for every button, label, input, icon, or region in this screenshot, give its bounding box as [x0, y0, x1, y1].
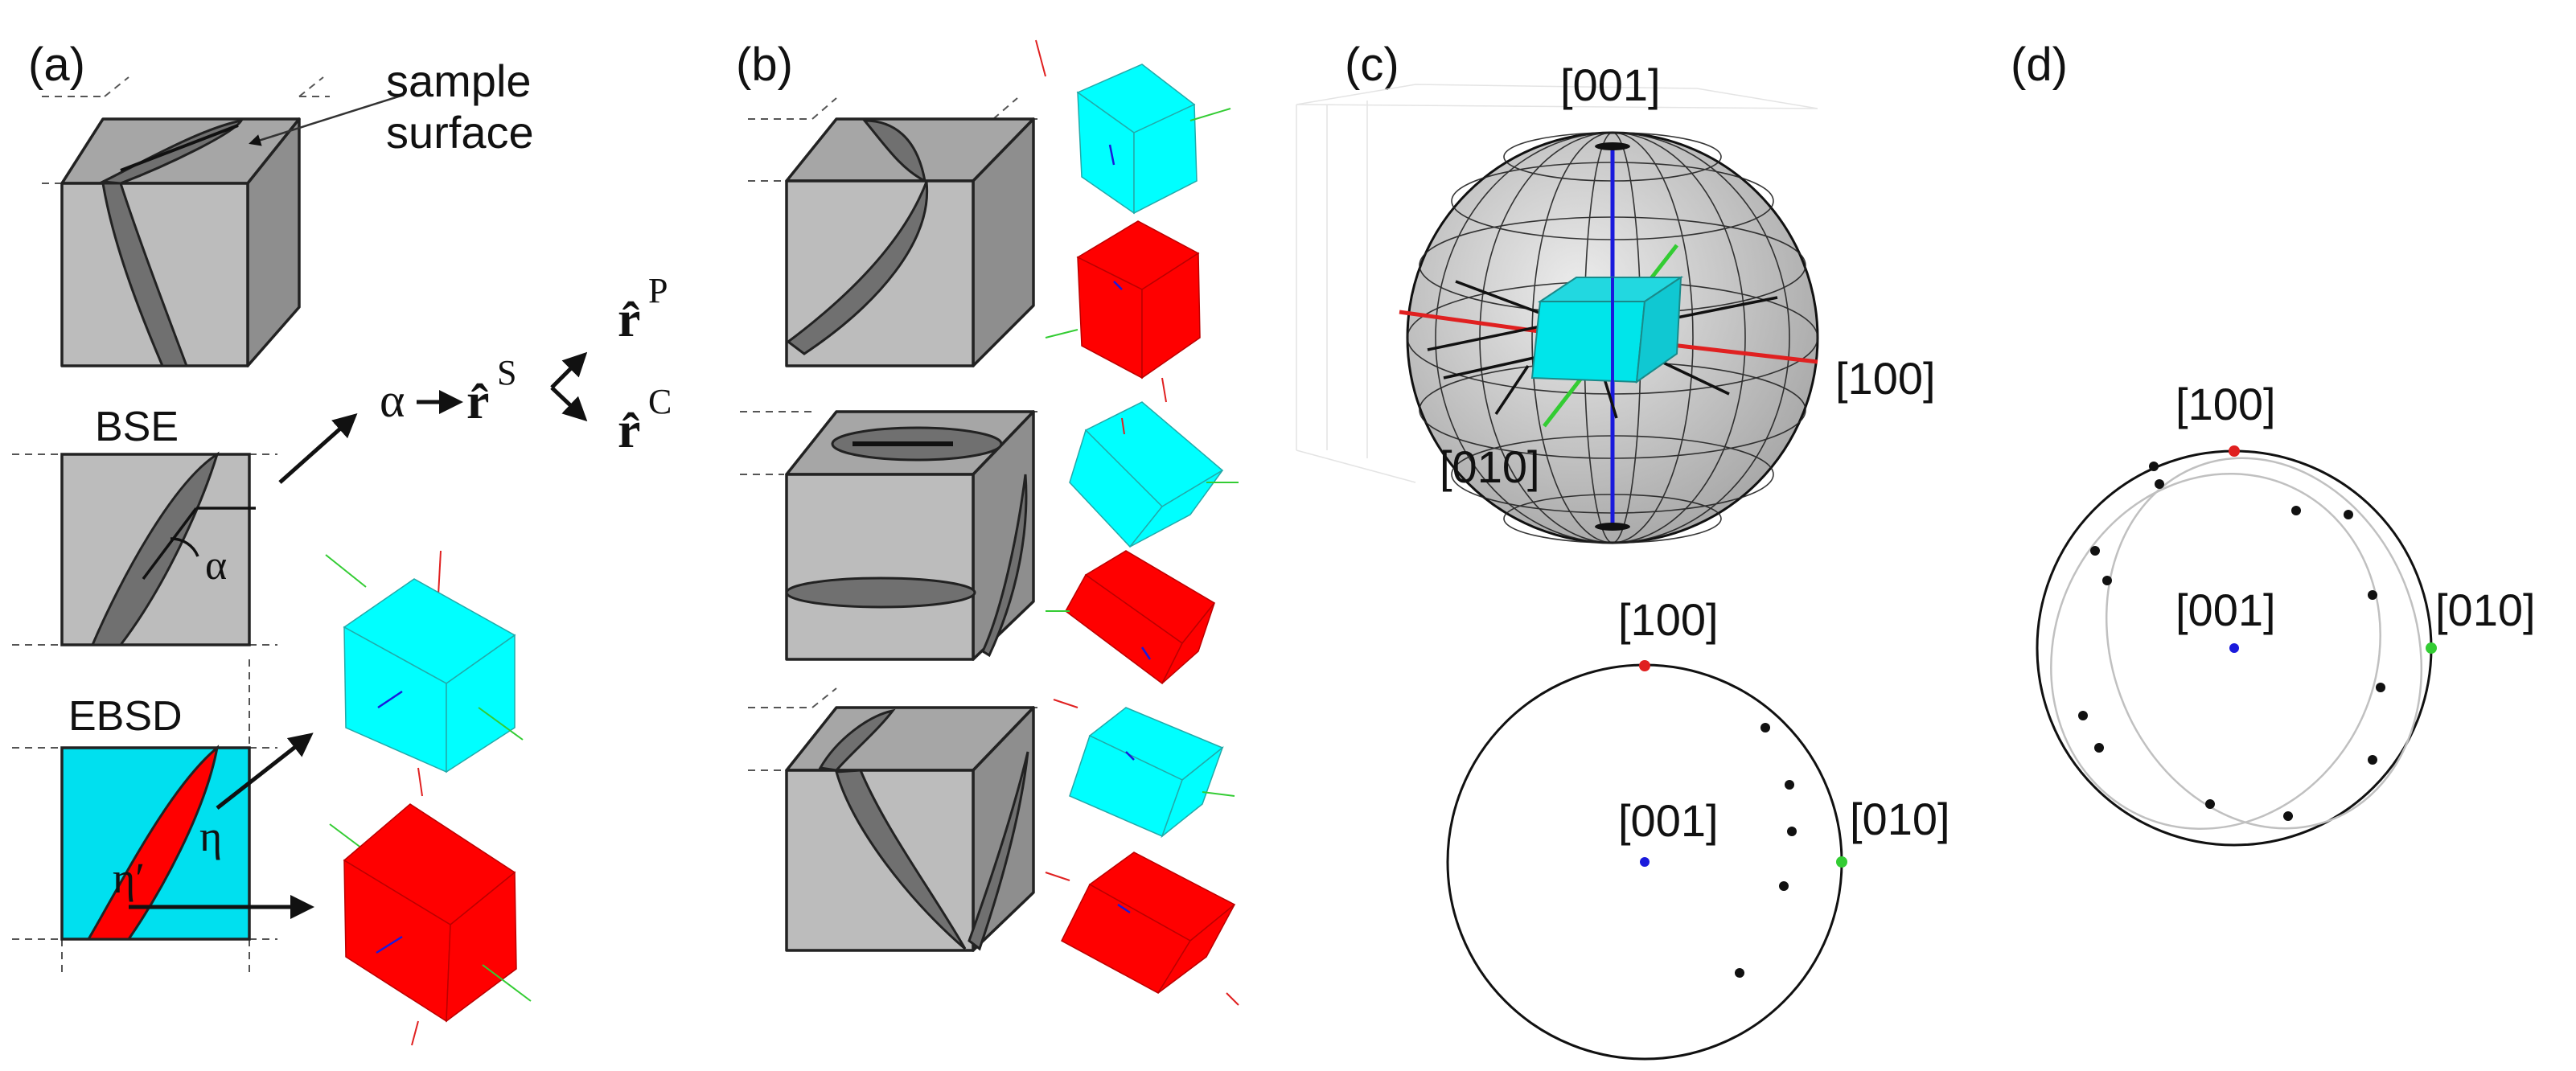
- crystal-cube-red-b1: [1045, 220, 1201, 403]
- cube-variant-3: [785, 706, 1035, 952]
- cube-sample-a: [60, 117, 301, 367]
- cube-variant-2: [785, 410, 1035, 661]
- panel-a-tag: (a): [28, 39, 85, 91]
- lamella-band: [101, 182, 189, 367]
- pf-d-label-100: [100]: [2175, 379, 2276, 429]
- cube-variant-1: [785, 117, 1035, 367]
- r-p-symbol: r̂: [618, 290, 640, 347]
- pf-d-label-010: [010]: [2435, 585, 2536, 635]
- sphere-label-100: [100]: [1835, 353, 1936, 404]
- alpha-symbol: α: [380, 374, 405, 427]
- crystal-cube-cyan-a: [325, 550, 524, 797]
- crystal-cube-red-b3: [1045, 851, 1239, 1006]
- orientation-sphere: [1399, 131, 1819, 544]
- pf-d-label-001: [001]: [2175, 585, 2276, 635]
- pf-c-label-100: [100]: [1618, 594, 1719, 645]
- crystal-cube-red-a: [329, 803, 532, 1046]
- sample-surface-label-line2: surface: [386, 107, 534, 158]
- crystal-cube-red-b2: [1046, 550, 1216, 685]
- ebsd-map: η η′: [60, 745, 251, 941]
- r-s-symbol: r̂: [466, 372, 489, 429]
- pole-figure-c: [1446, 660, 1847, 1061]
- panel-c: (c): [1296, 39, 1950, 1061]
- r-c-symbol: r̂: [618, 401, 640, 458]
- alpha-angle-label: α: [205, 543, 227, 589]
- ebsd-label: EBSD: [68, 693, 183, 740]
- panel-d-tag: (d): [2011, 39, 2068, 91]
- panel-d: (d) [1: [2011, 39, 2536, 847]
- crystal-cube-cyan-b2: [1069, 401, 1239, 548]
- eta-prime-label: η′: [113, 854, 145, 902]
- panel-a: (a) sample surface BSE: [12, 39, 672, 1046]
- crystal-cube-cyan-b1: [1035, 39, 1231, 215]
- r-c-superscript: C: [648, 382, 672, 421]
- bse-image: α: [60, 451, 256, 646]
- panel-b-tag: (b): [736, 39, 793, 91]
- pf-c-label-001: [001]: [1618, 795, 1719, 846]
- sphere-label-010: [010]: [1440, 441, 1540, 492]
- sample-surface-label-line1: sample: [386, 55, 532, 106]
- crystal-cube-cyan-b3: [1053, 699, 1235, 839]
- sphere-label-001: [001]: [1560, 60, 1661, 110]
- bse-label: BSE: [95, 404, 179, 450]
- panel-b: (b): [736, 39, 1239, 1006]
- eta-label: η: [199, 812, 222, 860]
- panel-c-tag: (c): [1345, 39, 1399, 91]
- pf-c-label-010: [010]: [1850, 794, 1950, 844]
- r-p-superscript: P: [648, 271, 668, 310]
- r-s-superscript: S: [497, 353, 516, 392]
- pole-figure-d: [2036, 445, 2437, 847]
